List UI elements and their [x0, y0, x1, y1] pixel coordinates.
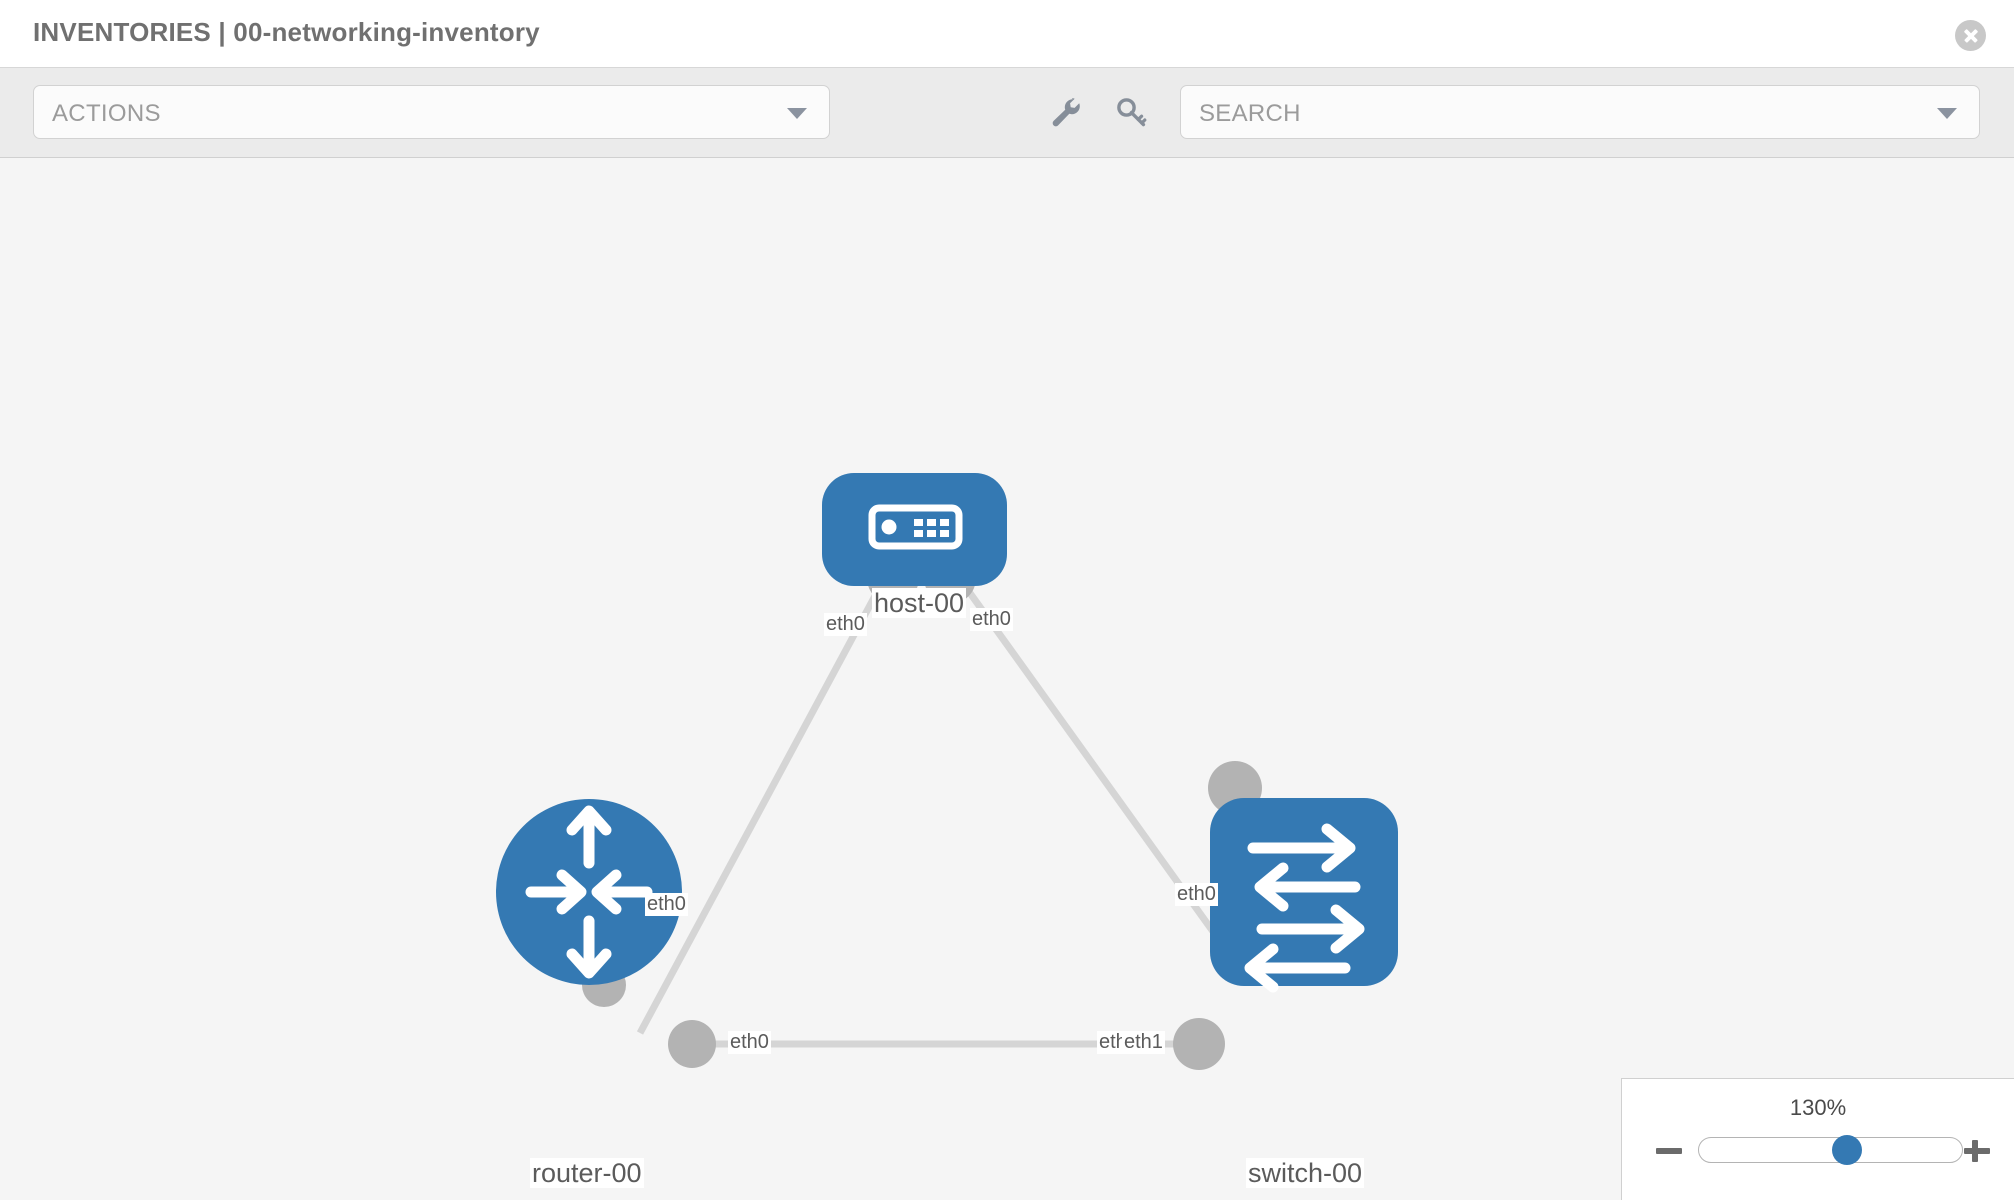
connector-router-right: [668, 1020, 716, 1068]
actions-dropdown[interactable]: ACTIONS: [33, 85, 830, 139]
topology-canvas[interactable]: host-00 router-00 switch-00 eth0 eth0 et…: [0, 158, 2014, 1200]
zoom-in-button[interactable]: [1962, 1135, 1992, 1165]
actions-dropdown-label: ACTIONS: [52, 100, 161, 127]
search-placeholder: SEARCH: [1199, 100, 1301, 127]
edge-label-switch-up: eth0: [1175, 883, 1218, 906]
zoom-slider-track[interactable]: [1698, 1137, 1963, 1163]
page-title: INVENTORIES | 00-networking-inventory: [33, 17, 540, 47]
topology-edges: [636, 565, 1235, 1048]
wrench-icon[interactable]: [1049, 96, 1083, 130]
edge-label-router-up: eth0: [645, 893, 688, 916]
zoom-out-button[interactable]: [1654, 1135, 1684, 1165]
topology-graph: [496, 473, 1398, 1070]
toolbar: ACTIONS SEARCH: [0, 68, 2014, 158]
chevron-down-icon: [787, 108, 807, 119]
topology-connectors: [582, 552, 1262, 1070]
node-switch-00: [1210, 798, 1398, 993]
chevron-down-icon[interactable]: [1937, 108, 1957, 119]
key-icon[interactable]: [1114, 96, 1148, 130]
zoom-control-panel: 130%: [1621, 1078, 2014, 1200]
close-icon[interactable]: [1955, 20, 1986, 51]
node-label-switch-00: switch-00: [1246, 1158, 1365, 1189]
node-host-00: [822, 473, 1007, 586]
zoom-slider-thumb[interactable]: [1831, 1135, 1862, 1165]
connector-switch-left: [1173, 1018, 1225, 1070]
edge-label-host-right: eth0: [970, 608, 1013, 631]
search-input[interactable]: SEARCH: [1180, 85, 1980, 139]
edge-label-switch-left: eth1: [1122, 1031, 1165, 1054]
node-label-router-00: router-00: [530, 1158, 644, 1189]
zoom-level-value: 130%: [1789, 1095, 1847, 1120]
titlebar: INVENTORIES | 00-networking-inventory: [0, 0, 2014, 68]
link-host-router: [636, 566, 894, 1035]
node-router-00: [496, 799, 682, 985]
edge-label-router-right: eth0: [728, 1031, 771, 1054]
edge-label-host-left: eth0: [824, 613, 867, 636]
node-label-host-00: host-00: [872, 588, 967, 619]
